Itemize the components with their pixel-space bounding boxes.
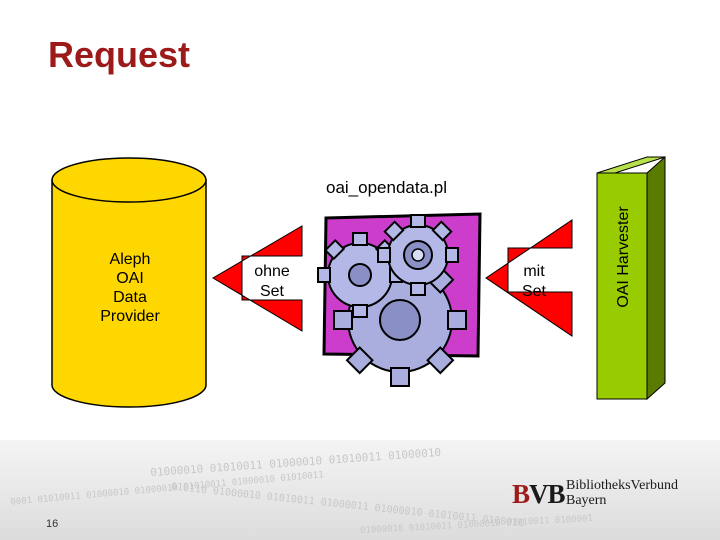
- database-label-line: OAI: [116, 270, 144, 287]
- logo-mark-b: B: [512, 479, 530, 509]
- logo-line: BibliotheksVerbund: [566, 478, 678, 493]
- footer-band: [0, 440, 720, 540]
- harvester-label: OAI Harvester: [615, 206, 632, 308]
- database-body: [51, 179, 207, 408]
- bvb-logo-text: BibliotheksVerbund Bayern: [566, 478, 678, 508]
- right-arrow-label-line: Set: [521, 283, 546, 300]
- harvester-box: [596, 155, 666, 401]
- database-label-line: Aleph: [109, 251, 151, 268]
- right-arrow: [485, 219, 573, 337]
- database-cylinder: [51, 157, 207, 408]
- logo-line: Bayern: [566, 493, 607, 508]
- right-arrow-label: mit Set: [510, 262, 558, 302]
- bvb-logo-mark: BVB: [512, 479, 566, 510]
- page-number: 16: [46, 518, 59, 530]
- left-arrow-label-line: Set: [259, 283, 284, 300]
- left-arrow-label-line: ohne: [254, 263, 290, 280]
- database-label-line: Provider: [100, 308, 160, 325]
- left-arrow: [212, 225, 303, 332]
- script-label: oai_opendata.pl: [326, 178, 448, 197]
- right-arrow-label-line: mit: [523, 263, 545, 280]
- gears-icon: [317, 212, 482, 387]
- database-top: [51, 157, 207, 203]
- database-label: Aleph OAI Data Provider: [80, 250, 180, 326]
- left-arrow-label: ohne Set: [244, 262, 300, 302]
- slide-title: Request: [48, 34, 191, 75]
- database-label-line: Data: [113, 289, 147, 306]
- logo-mark-rest: VB: [529, 479, 566, 509]
